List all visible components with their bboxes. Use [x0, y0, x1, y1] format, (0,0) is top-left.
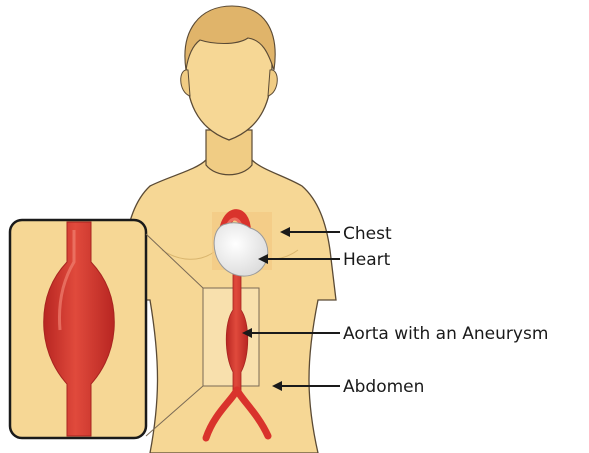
label-chest: Chest	[343, 224, 392, 244]
ear-left	[181, 70, 190, 96]
label-aorta-aneurysm: Aorta with an Aneurysm	[343, 324, 548, 344]
label-abdomen: Abdomen	[343, 377, 424, 397]
ear-right	[268, 70, 277, 96]
label-heart: Heart	[343, 250, 391, 270]
